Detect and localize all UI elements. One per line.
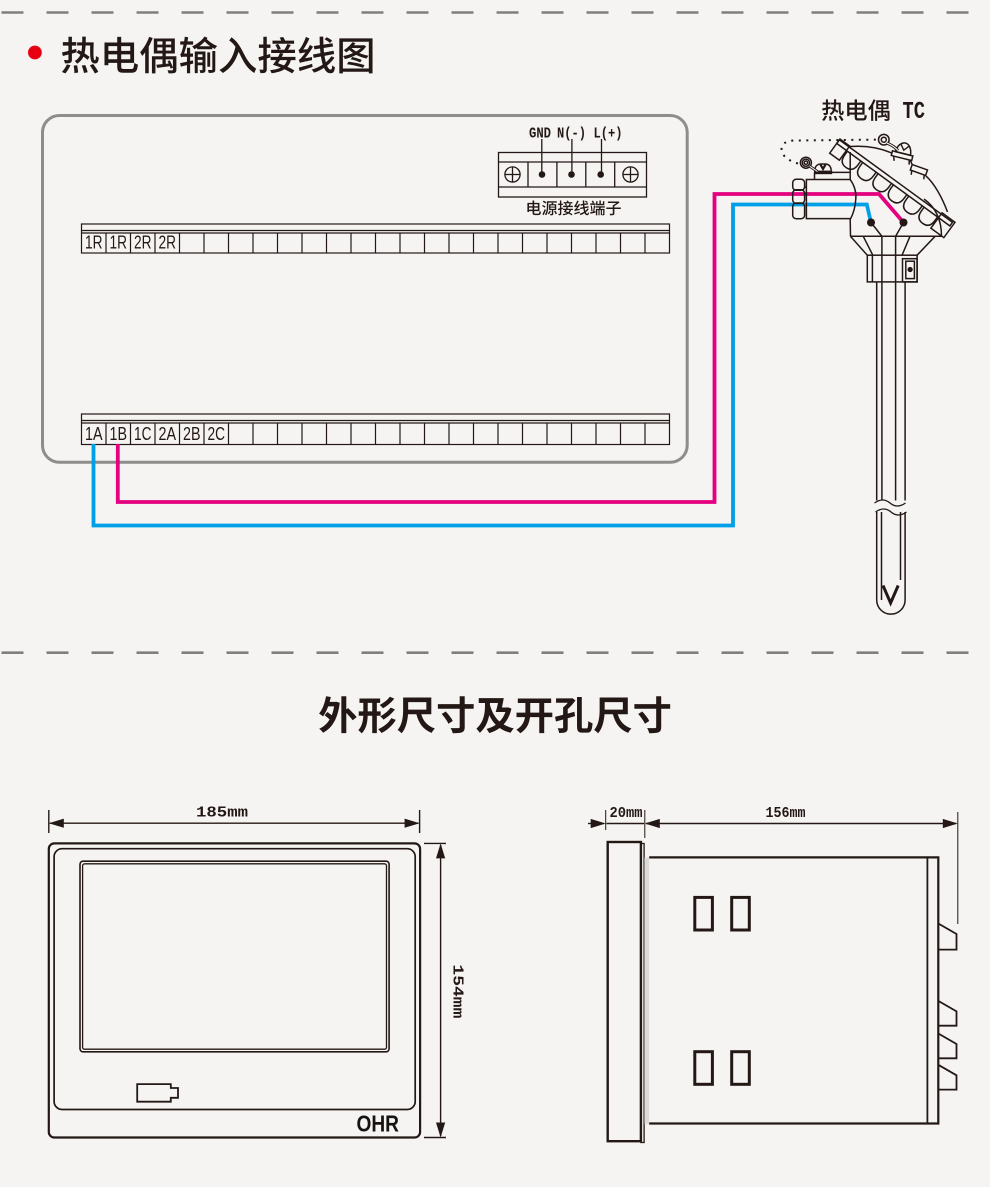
svg-text:N(-): N(-) <box>557 127 586 143</box>
svg-text:154mm: 154mm <box>449 964 465 1018</box>
svg-text:156mm: 156mm <box>766 806 806 822</box>
svg-text:185mm: 185mm <box>196 806 248 822</box>
svg-text:1A: 1A <box>85 424 103 444</box>
svg-text:L(+): L(+) <box>594 127 623 143</box>
svg-text:20mm: 20mm <box>610 806 643 822</box>
svg-text:2C: 2C <box>208 424 226 444</box>
svg-text:TC: TC <box>903 99 926 126</box>
svg-text:2R: 2R <box>134 233 152 253</box>
svg-text:1R: 1R <box>85 233 103 253</box>
svg-text:GND: GND <box>529 127 551 143</box>
svg-text:2A: 2A <box>159 424 177 444</box>
svg-text:2R: 2R <box>159 233 177 253</box>
svg-text:OHR: OHR <box>357 1110 400 1136</box>
svg-text:1R: 1R <box>110 233 128 253</box>
svg-text:1B: 1B <box>110 424 128 444</box>
svg-text:1C: 1C <box>134 424 152 444</box>
svg-text:2B: 2B <box>183 424 201 444</box>
